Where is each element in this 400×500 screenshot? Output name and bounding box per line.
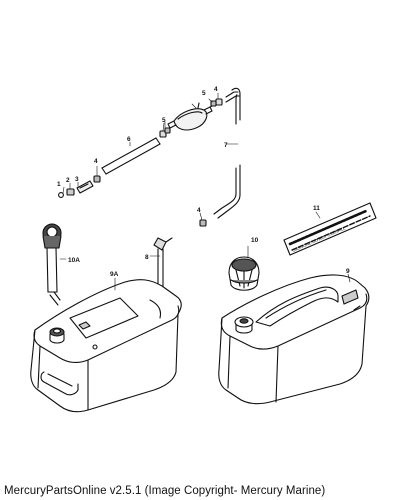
part-label-7: 7 xyxy=(224,142,228,149)
fuel-cap xyxy=(228,256,260,291)
part-label-4-lower: 4 xyxy=(197,207,201,214)
part-label-10: 10 xyxy=(251,237,259,244)
leader-lines xyxy=(59,92,351,291)
primer-bulb xyxy=(167,102,213,131)
fuel-hose-left xyxy=(101,137,161,175)
fuel-tank-9a xyxy=(30,279,182,413)
hose-clamp-upper-right xyxy=(210,98,223,107)
fuel-hose-right xyxy=(213,87,241,219)
part-label-11: 11 xyxy=(313,205,320,212)
hose-clamp-lower xyxy=(199,219,207,227)
part-label-3: 3 xyxy=(75,176,79,183)
part-label-8: 8 xyxy=(145,254,149,261)
part-label-10a: 10A xyxy=(68,257,80,264)
fuel-tank-9 xyxy=(218,274,370,405)
part-labels: 1 2 3 4 4 4 5 5 6 7 8 9 9A 10 10A 11 xyxy=(57,86,350,278)
hose-clamp-upper-left xyxy=(159,127,171,138)
part-label-1: 1 xyxy=(57,181,61,188)
image-caption: MercuryPartsOnline v2.5.1 (Image Copyrig… xyxy=(0,485,400,497)
part-label-4-top: 4 xyxy=(214,86,218,93)
part-label-2: 2 xyxy=(66,177,70,184)
fuel-gauge-assembly xyxy=(42,223,62,306)
part-label-9: 9 xyxy=(346,268,350,275)
part-label-5-top: 5 xyxy=(202,90,206,97)
part-label-6: 6 xyxy=(127,136,131,143)
part-label-4-left: 4 xyxy=(94,158,98,165)
part-label-9a: 9A xyxy=(110,271,119,278)
caption-text: MercuryPartsOnline v2.5.1 (Image Copyrig… xyxy=(4,485,326,497)
warning-decal xyxy=(283,202,377,256)
hose-connector-parts xyxy=(58,175,101,198)
part-label-5-left: 5 xyxy=(162,117,166,124)
